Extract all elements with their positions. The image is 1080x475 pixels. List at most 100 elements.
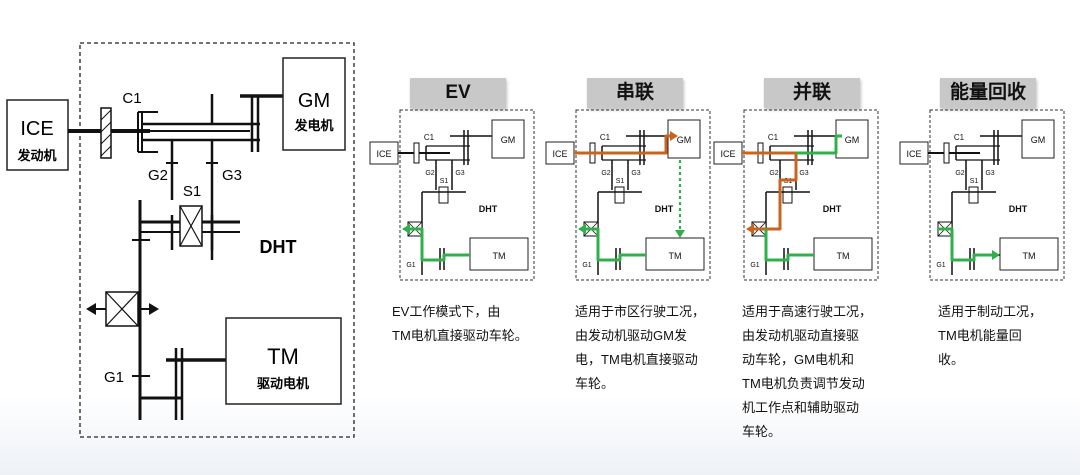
- tm-sub-label: 驱动电机: [257, 376, 309, 391]
- mini-dht-label: DHT: [655, 204, 674, 214]
- mini-tm-box: [645, 237, 705, 271]
- desc-line: 收。: [938, 352, 965, 367]
- g3-label: G3: [222, 167, 242, 184]
- mini-tm-box: [999, 237, 1059, 271]
- desc-line: 由发动机驱动直接驱: [742, 328, 860, 343]
- gm-label: GM: [298, 90, 330, 112]
- regen-tm-arrow: [992, 250, 1000, 260]
- series-wheel-arrow: [578, 224, 586, 234]
- mini-housing: [399, 109, 535, 281]
- mini-gm-box: [1021, 119, 1055, 159]
- ice-label: ICE: [20, 118, 53, 140]
- mini-s1-label: S1: [440, 178, 449, 185]
- mini-tm-label: TM: [493, 251, 506, 261]
- g1-label: G1: [104, 369, 124, 386]
- mode-title-series: 串联: [587, 78, 683, 108]
- background-fade: [0, 395, 1080, 475]
- desc-line: 由发动机驱动GM发: [575, 328, 687, 343]
- mini-c1-label: C1: [424, 133, 435, 142]
- desc-line: 适用于高速行驶工况，: [742, 304, 873, 319]
- mini-s1-sync: [438, 186, 449, 204]
- mini-g3-label: G3: [631, 170, 640, 177]
- mini-g3-label: G3: [799, 170, 808, 177]
- mini-g2-label: G2: [955, 170, 964, 177]
- mini-g3-label: G3: [985, 170, 994, 177]
- mini-g1-label: G1: [582, 262, 591, 269]
- mini-ice-label: ICE: [906, 149, 921, 159]
- series-engine-path: [574, 134, 674, 155]
- desc-line: 车轮。: [575, 376, 615, 391]
- mini-tm-label: TM: [837, 251, 850, 261]
- c1-clutch: [137, 111, 158, 153]
- mini-gm-box: [491, 119, 525, 159]
- ev-motor-path: [408, 227, 470, 262]
- s1-label: S1: [183, 183, 201, 200]
- desc-line: 适用于市区行驶工况，: [575, 304, 706, 319]
- ice-sub-label: 发动机: [16, 148, 56, 163]
- mini-damper: [413, 142, 420, 164]
- mini-damper: [943, 142, 950, 164]
- mode-title-regen: 能量回收: [940, 78, 1036, 108]
- series-motor-path: [584, 227, 646, 262]
- parallel-wheel-arrow: [746, 224, 754, 234]
- damper: [100, 107, 112, 159]
- mini-g1-label: G1: [406, 262, 415, 269]
- dht-label: DHT: [260, 237, 297, 257]
- gm-box: [282, 57, 346, 151]
- mini-c1-label: C1: [768, 133, 779, 142]
- mode-desc-regen: 适用于制动工况， TM电机能量回 收。: [938, 300, 1078, 372]
- mini-tm-label: TM: [669, 251, 682, 261]
- series-gm-arrow: [670, 131, 678, 141]
- desc-line: 电，TM电机直接驱动: [575, 352, 698, 367]
- mini-gm-label: GM: [677, 135, 692, 145]
- mini-s1-label: S1: [970, 178, 979, 185]
- desc-line: 车轮。: [742, 424, 782, 439]
- gm-sub-label: 发电机: [293, 118, 333, 133]
- mini-g1-label: G1: [750, 262, 759, 269]
- desc-line: TM电机直接驱动车轮。: [392, 328, 528, 343]
- mini-s1-sync: [614, 186, 625, 204]
- desc-line: TM电机能量回: [938, 328, 1022, 343]
- ev-wheel-arrow: [402, 224, 410, 234]
- mini-tm-box: [469, 237, 529, 271]
- dht-housing: [79, 42, 355, 438]
- mini-dht-label: DHT: [823, 204, 842, 214]
- mini-s1-sync: [968, 186, 979, 204]
- mini-s1-label: S1: [616, 178, 625, 185]
- mini-gm-label: GM: [501, 135, 516, 145]
- mini-ice-label: ICE: [720, 149, 735, 159]
- mini-g2-label: G2: [769, 170, 778, 177]
- tm-label: TM: [267, 344, 299, 369]
- mode-desc-ev: EV工作模式下，由 TM电机直接驱动车轮。: [392, 300, 552, 348]
- mini-gm-label: GM: [1031, 135, 1046, 145]
- series-tm-arrow: [675, 230, 685, 238]
- parallel-engine-path: [742, 151, 798, 231]
- mode-title-ev: EV: [410, 78, 506, 108]
- mini-c1-label: C1: [954, 133, 965, 142]
- mini-ice-label: ICE: [552, 149, 567, 159]
- regen-path: [938, 227, 994, 262]
- mini-tm-label: TM: [1023, 251, 1036, 261]
- mini-dht-label: DHT: [1009, 204, 1028, 214]
- mini-g1-label: G1: [936, 262, 945, 269]
- mini-g2-label: G2: [425, 170, 434, 177]
- desc-line: 机工作点和辅助驱动: [742, 400, 860, 415]
- mini-gm-box: [667, 119, 701, 159]
- mini-ice-label: ICE: [376, 149, 391, 159]
- tm-box: [225, 317, 342, 405]
- mini-gm-label: GM: [845, 135, 860, 145]
- g2-label: G2: [148, 167, 168, 184]
- mini-c1-label: C1: [600, 133, 611, 142]
- mini-gm-box: [835, 119, 869, 159]
- desc-line: TM电机负责调节发动: [742, 376, 865, 391]
- c1-label: C1: [122, 90, 141, 107]
- mini-housing: [743, 109, 879, 281]
- ice-box: [6, 99, 69, 171]
- mini-dht-label: DHT: [479, 204, 498, 214]
- parallel-motor-path: [764, 229, 814, 262]
